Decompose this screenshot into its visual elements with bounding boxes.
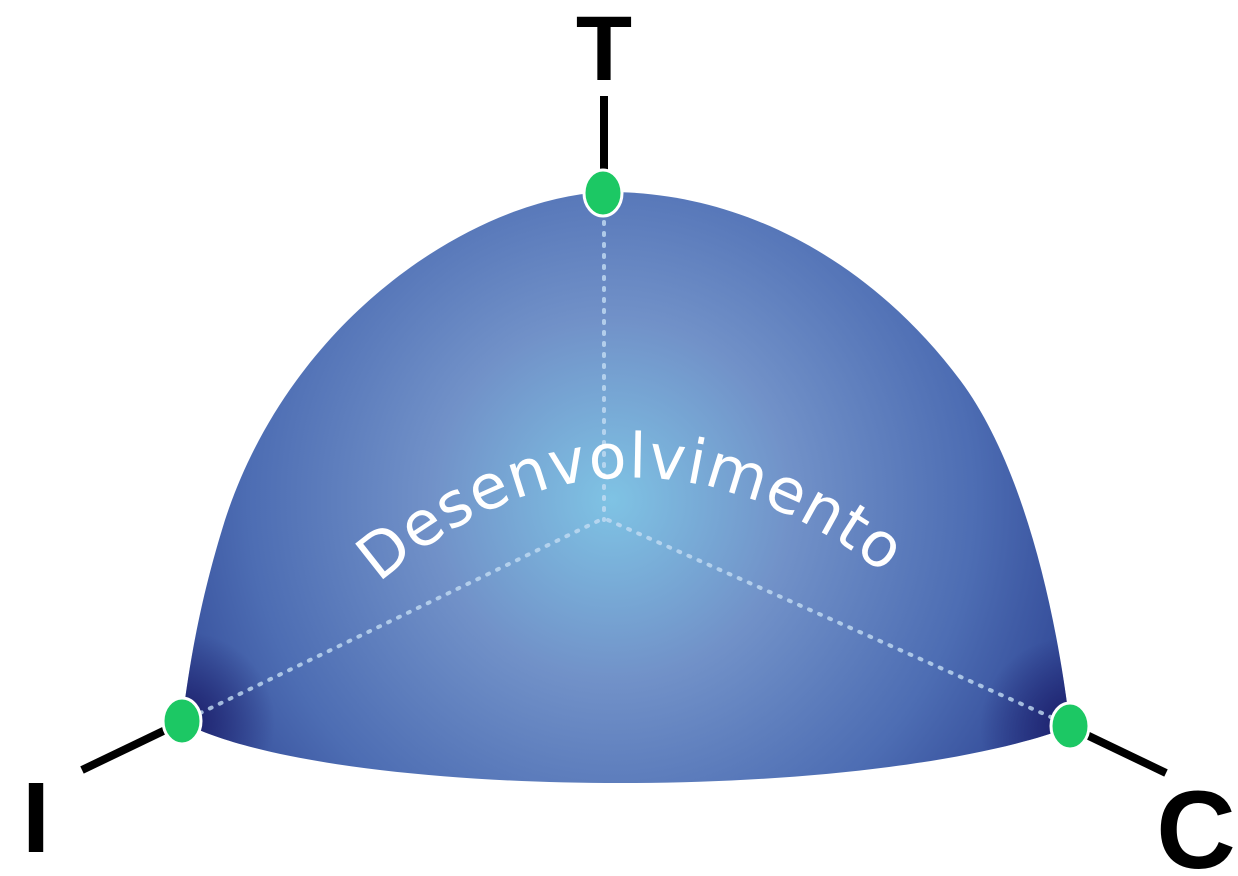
vertex-label-right: C <box>1156 769 1235 876</box>
vertex-node-left <box>163 698 201 744</box>
vertex-node-right <box>1051 703 1089 749</box>
vertex-label-top: T <box>576 0 632 100</box>
vertex-label-left: I <box>22 762 50 874</box>
vertex-node-top <box>584 170 622 216</box>
